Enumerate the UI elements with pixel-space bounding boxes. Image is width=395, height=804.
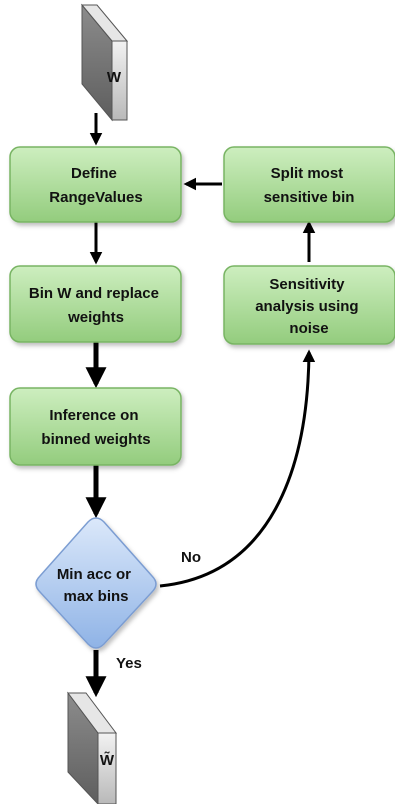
bin-and-replace-node: Bin W and replace weights bbox=[9, 265, 182, 343]
output-file-top bbox=[67, 692, 117, 734]
sensitivity-analysis-label: Sensitivity analysis using noise bbox=[255, 276, 363, 337]
inference-node: Inference on binned weights bbox=[9, 387, 182, 466]
input-file-label: W bbox=[107, 69, 122, 86]
decision-node: Min acc or max bins bbox=[35, 517, 157, 649]
split-bin-label: Split most sensitive bin bbox=[264, 165, 355, 206]
define-rangevalues-box bbox=[9, 146, 182, 223]
bin-and-replace-label: Bin W and replace weights bbox=[29, 285, 163, 326]
sensitivity-analysis-box bbox=[223, 265, 395, 345]
define-rangevalues-node: Define RangeValues bbox=[9, 146, 182, 223]
edges bbox=[85, 113, 316, 698]
decision-diamond bbox=[35, 517, 157, 649]
inference-box bbox=[9, 387, 182, 466]
split-bin-node: Split most sensitive bin bbox=[223, 146, 395, 223]
output-file-node: W̃ bbox=[67, 691, 117, 804]
inference-label: Inference on binned weights bbox=[41, 407, 150, 448]
decision-label: Min acc or max bins bbox=[57, 566, 135, 605]
output-file-label: W̃ bbox=[100, 751, 115, 769]
define-rangevalues-label: Define RangeValues bbox=[49, 165, 142, 206]
arrow-decision-no-to-sensitivity bbox=[159, 349, 316, 588]
split-bin-box bbox=[223, 146, 395, 223]
sensitivity-analysis-node: Sensitivity analysis using noise bbox=[223, 265, 395, 345]
input-file-node: W bbox=[80, 3, 129, 122]
bin-and-replace-box bbox=[9, 265, 182, 343]
no-edge-label: No bbox=[181, 549, 201, 566]
yes-edge-label: Yes bbox=[116, 655, 142, 672]
input-file-top bbox=[80, 4, 129, 42]
